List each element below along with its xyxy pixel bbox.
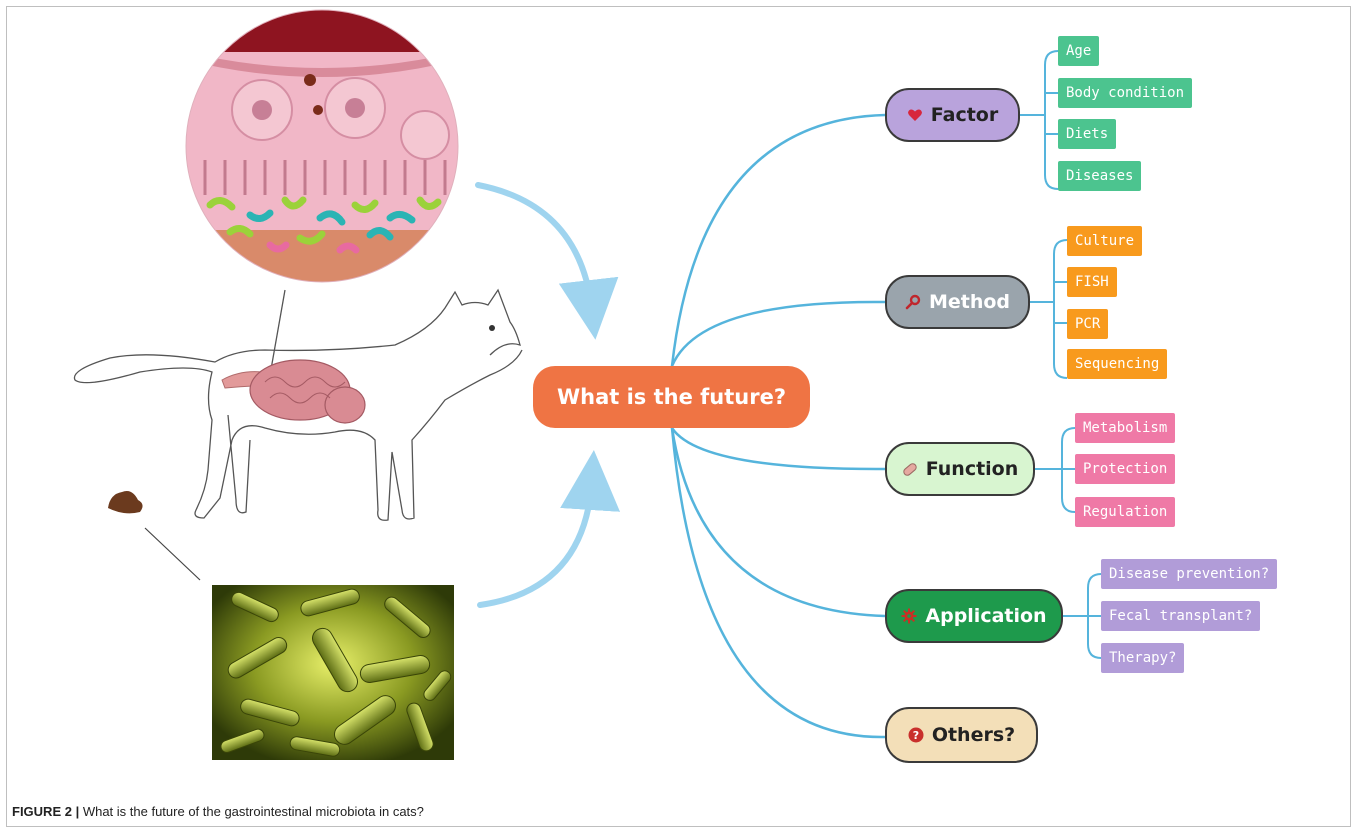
leaf-function-protection: Protection [1075, 454, 1175, 484]
figure-caption: FIGURE 2 | What is the future of the gas… [12, 804, 424, 819]
caption-label: FIGURE 2 | [12, 804, 79, 819]
branch-others-label: Others? [932, 724, 1015, 746]
leaf-factor-diets: Diets [1058, 119, 1116, 149]
leaf-function-metabolism: Metabolism [1075, 413, 1175, 443]
leaf-method-fish: FISH [1067, 267, 1117, 297]
branch-application-label: Application [925, 605, 1046, 627]
leaf-method-sequencing: Sequencing [1067, 349, 1167, 379]
leaf-factor-body-condition: Body condition [1058, 78, 1192, 108]
leaf-application-disease-prevention: Disease prevention? [1101, 559, 1277, 589]
feces-icon [108, 491, 200, 580]
branch-method-label: Method [929, 291, 1010, 313]
leaf-factor-diseases: Diseases [1058, 161, 1141, 191]
branch-application: Application [885, 589, 1063, 643]
question-icon: ? [908, 727, 924, 743]
gear-icon [901, 608, 917, 624]
stomach-intestines-icon [222, 360, 365, 423]
leaf-application-therapy: Therapy? [1101, 643, 1184, 673]
leaf-application-fecal-transplant: Fecal transplant? [1101, 601, 1260, 631]
leaf-method-pcr: PCR [1067, 309, 1108, 339]
branch-factor-label: Factor [931, 104, 998, 126]
branch-function: Function [885, 442, 1035, 496]
pill-icon [902, 461, 918, 477]
intestinal-epithelium-icon [186, 10, 458, 282]
heart-icon [907, 107, 923, 123]
leaf-method-culture: Culture [1067, 226, 1142, 256]
central-topic: What is the future? [533, 366, 810, 428]
branch-factor: Factor [885, 88, 1020, 142]
branch-others: ? Others? [885, 707, 1038, 763]
branch-function-label: Function [926, 458, 1019, 480]
svg-text:?: ? [913, 729, 919, 742]
caption-text: What is the future of the gastrointestin… [83, 804, 424, 819]
magnifier-icon [905, 294, 921, 310]
branch-method: Method [885, 275, 1030, 329]
leaf-factor-age: Age [1058, 36, 1099, 66]
leaf-function-regulation: Regulation [1075, 497, 1175, 527]
bacteria-icon [212, 585, 454, 760]
